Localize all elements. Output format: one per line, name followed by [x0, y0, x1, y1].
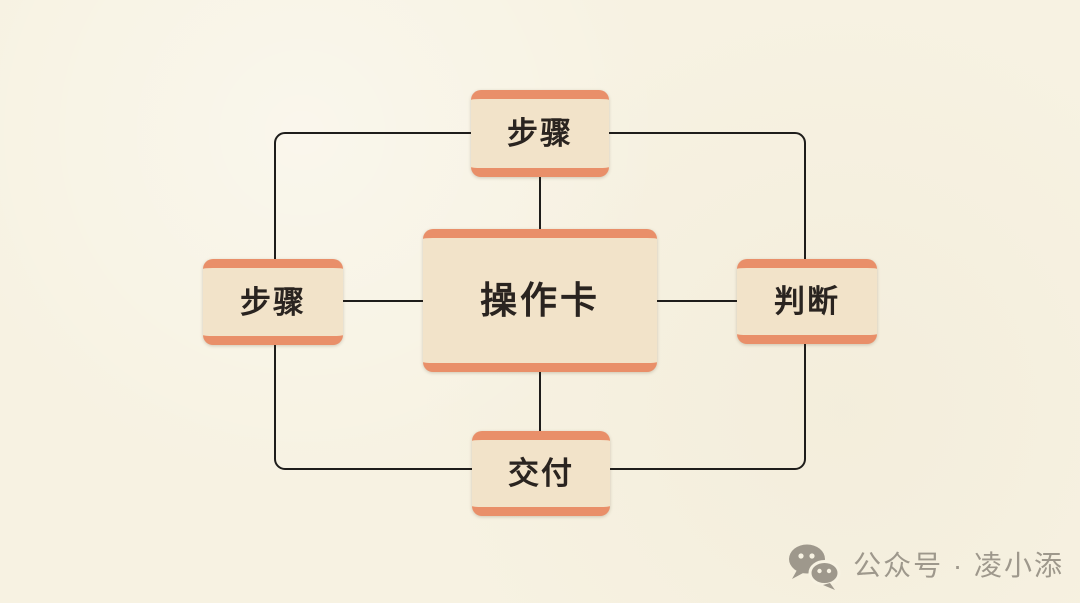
node-step-top: 步骤 — [471, 90, 609, 177]
node-operation-card: 操作卡 — [423, 229, 657, 372]
node-label: 步骤 — [507, 116, 573, 151]
node-label: 交付 — [508, 456, 574, 491]
node-label: 步骤 — [240, 284, 306, 320]
node-judgment: 判断 — [737, 259, 877, 344]
node-label: 判断 — [774, 284, 840, 319]
node-step-left: 步骤 — [203, 259, 343, 345]
watermark: 公众号 · 凌小添 — [787, 542, 1064, 590]
watermark-text: 公众号 · 凌小添 — [853, 550, 1064, 581]
node-label: 操作卡 — [480, 280, 600, 321]
wechat-chat-bubbles-icon — [789, 544, 841, 590]
node-delivery: 交付 — [472, 431, 610, 516]
